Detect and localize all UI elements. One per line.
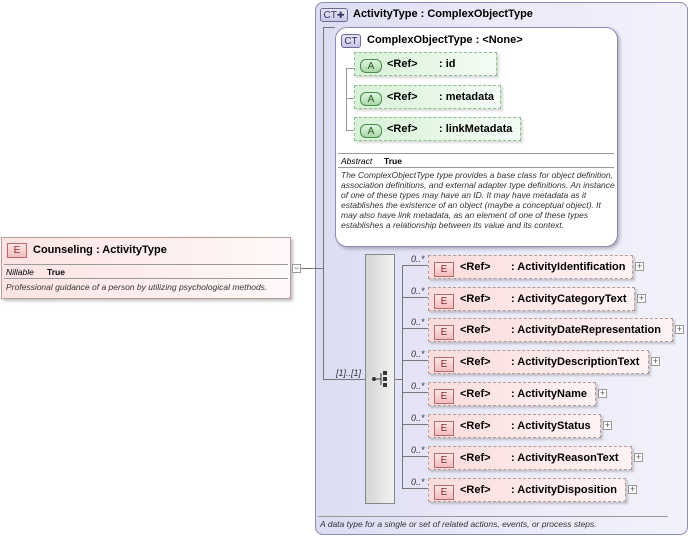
element-icon: E [7,243,27,258]
attribute-name: : id [439,58,456,70]
element-name: : ActivityIdentification [511,261,626,273]
attribute-icon: A [360,59,382,73]
element-icon: E [434,262,454,277]
element-name: : ActivityDescriptionText [511,356,640,368]
element-ref-row[interactable]: E <Ref> : ActivityDateRepresentation [428,318,673,342]
element-ref: <Ref> [460,261,491,273]
element-multiplicity: 0..* [411,477,425,487]
element-icon: E [434,357,454,372]
abstract-label: Abstract [341,156,373,166]
element-icon: E [434,421,454,436]
sequence-icon [372,371,387,387]
element-ref: <Ref> [460,293,491,305]
expand-icon[interactable]: + [651,356,660,366]
element-name: : ActivityDateRepresentation [511,324,661,336]
activitytype-description: A data type for a single or set of relat… [320,519,597,529]
element-ref: <Ref> [460,420,491,432]
element-ref-row[interactable]: E <Ref> : ActivityDescriptionText [428,350,649,374]
nillable-value: True [47,267,65,277]
element-name: : ActivityDisposition [511,484,617,496]
element-ref-row[interactable]: E <Ref> : ActivityIdentification [428,255,633,279]
expand-icon[interactable]: + [635,261,644,271]
element-ref-row[interactable]: E <Ref> : ActivityStatus [428,414,601,438]
expand-icon[interactable]: + [675,324,684,334]
abstract-value: True [384,156,402,166]
element-icon: E [434,325,454,340]
expand-icon[interactable]: + [628,484,637,494]
element-name: : ActivityCategoryText [511,293,627,305]
complexobjecttype-description: The ComplexObjectType type provides a ba… [341,170,615,230]
element-name: : ActivityName [511,388,588,400]
attribute-icon: A [360,124,382,138]
element-ref: <Ref> [460,388,491,400]
element-multiplicity: 0..* [411,349,425,359]
element-ref: <Ref> [460,452,491,464]
collapse-toggle[interactable]: − [292,263,301,273]
nillable-label: Nillable [6,267,34,277]
element-ref-row[interactable]: E <Ref> : ActivityCategoryText [428,287,635,311]
expand-icon[interactable]: + [634,452,643,462]
element-icon: E [434,389,454,404]
element-ref-row[interactable]: E <Ref> : ActivityDisposition [428,478,626,502]
element-multiplicity: 0..* [411,317,425,327]
activitytype-header: CT✚ [320,8,348,22]
element-icon: E [434,294,454,309]
element-icon: E [434,453,454,468]
element-multiplicity: 0..* [411,445,425,455]
sequence-multiplicity: [1]..[1] [336,368,362,378]
element-ref-row[interactable]: E <Ref> : ActivityName [428,382,596,406]
element-multiplicity: 0..* [411,413,425,423]
element-ref: <Ref> [460,484,491,496]
attribute-id[interactable]: A <Ref> : id [354,52,497,76]
element-multiplicity: 0..* [411,286,425,296]
element-name: : ActivityStatus [511,420,591,432]
attribute-ref: <Ref> [387,123,418,135]
counseling-element-box[interactable] [1,237,291,299]
attribute-linkmetadata[interactable]: A <Ref> : linkMetadata [354,117,521,141]
element-multiplicity: 0..* [411,254,425,264]
attribute-ref: <Ref> [387,91,418,103]
activitytype-title: ActivityType : ComplexObjectType [353,8,533,20]
expand-icon[interactable]: + [637,293,646,303]
complex-type-icon: CT✚ [320,8,348,22]
element-ref: <Ref> [460,324,491,336]
expand-icon[interactable]: + [603,420,612,430]
attribute-name: : linkMetadata [439,123,513,135]
attribute-name: : metadata [439,91,495,103]
counseling-title: Counseling : ActivityType [33,244,167,256]
attribute-metadata[interactable]: A <Ref> : metadata [354,85,501,109]
element-ref: <Ref> [460,356,491,368]
expand-icon[interactable]: + [598,388,607,398]
counseling-description: Professional guidance of a person by uti… [6,282,268,292]
complexobjecttype-title: ComplexObjectType : <None> [367,34,523,46]
element-name: : ActivityReasonText [511,452,619,464]
element-multiplicity: 0..* [411,381,425,391]
attribute-icon: A [360,92,382,106]
element-icon: E [434,485,454,500]
attribute-ref: <Ref> [387,58,418,70]
element-ref-row[interactable]: E <Ref> : ActivityReasonText [428,446,632,470]
complex-type-icon: CT [341,34,361,48]
